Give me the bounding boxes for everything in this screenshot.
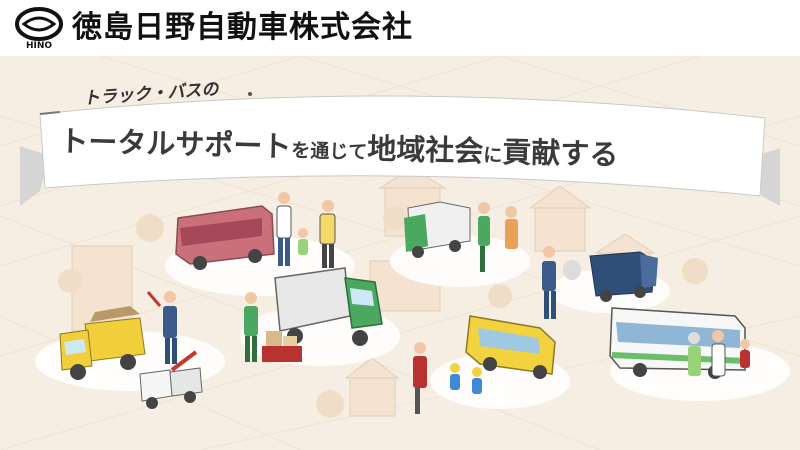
family-figures (276, 192, 336, 268)
company-name[interactable]: 徳島日野自動車株式会社 (72, 10, 413, 45)
title-part-community: 地域社会 (366, 131, 484, 169)
title-banner (20, 92, 780, 206)
green-box-truck (274, 267, 383, 346)
title-part-ni: に (482, 144, 503, 167)
trees (58, 206, 708, 418)
hino-logo[interactable]: HINO (14, 6, 64, 50)
hero-illustration: トラック・バスの トータルサポートを通じて地域社会に貢献する (0, 56, 800, 450)
green-delivery-truck (404, 201, 518, 272)
garbage-truck (542, 246, 658, 319)
logo-text: HINO (26, 41, 52, 50)
yellow-dump-truck (59, 291, 177, 380)
school-bus (413, 315, 556, 414)
title-part-through: を通じて (291, 139, 368, 164)
delivery-worker (244, 292, 302, 362)
title-part-total-support: トータルサポート (59, 123, 292, 164)
site-header: HINO 徳島日野自動車株式会社 (0, 0, 800, 56)
crane-truck (139, 350, 203, 409)
city-bus (609, 307, 750, 379)
scene-svg (0, 56, 800, 450)
title-part-contribute: 貢献する (501, 134, 619, 172)
tour-bus (175, 205, 275, 270)
